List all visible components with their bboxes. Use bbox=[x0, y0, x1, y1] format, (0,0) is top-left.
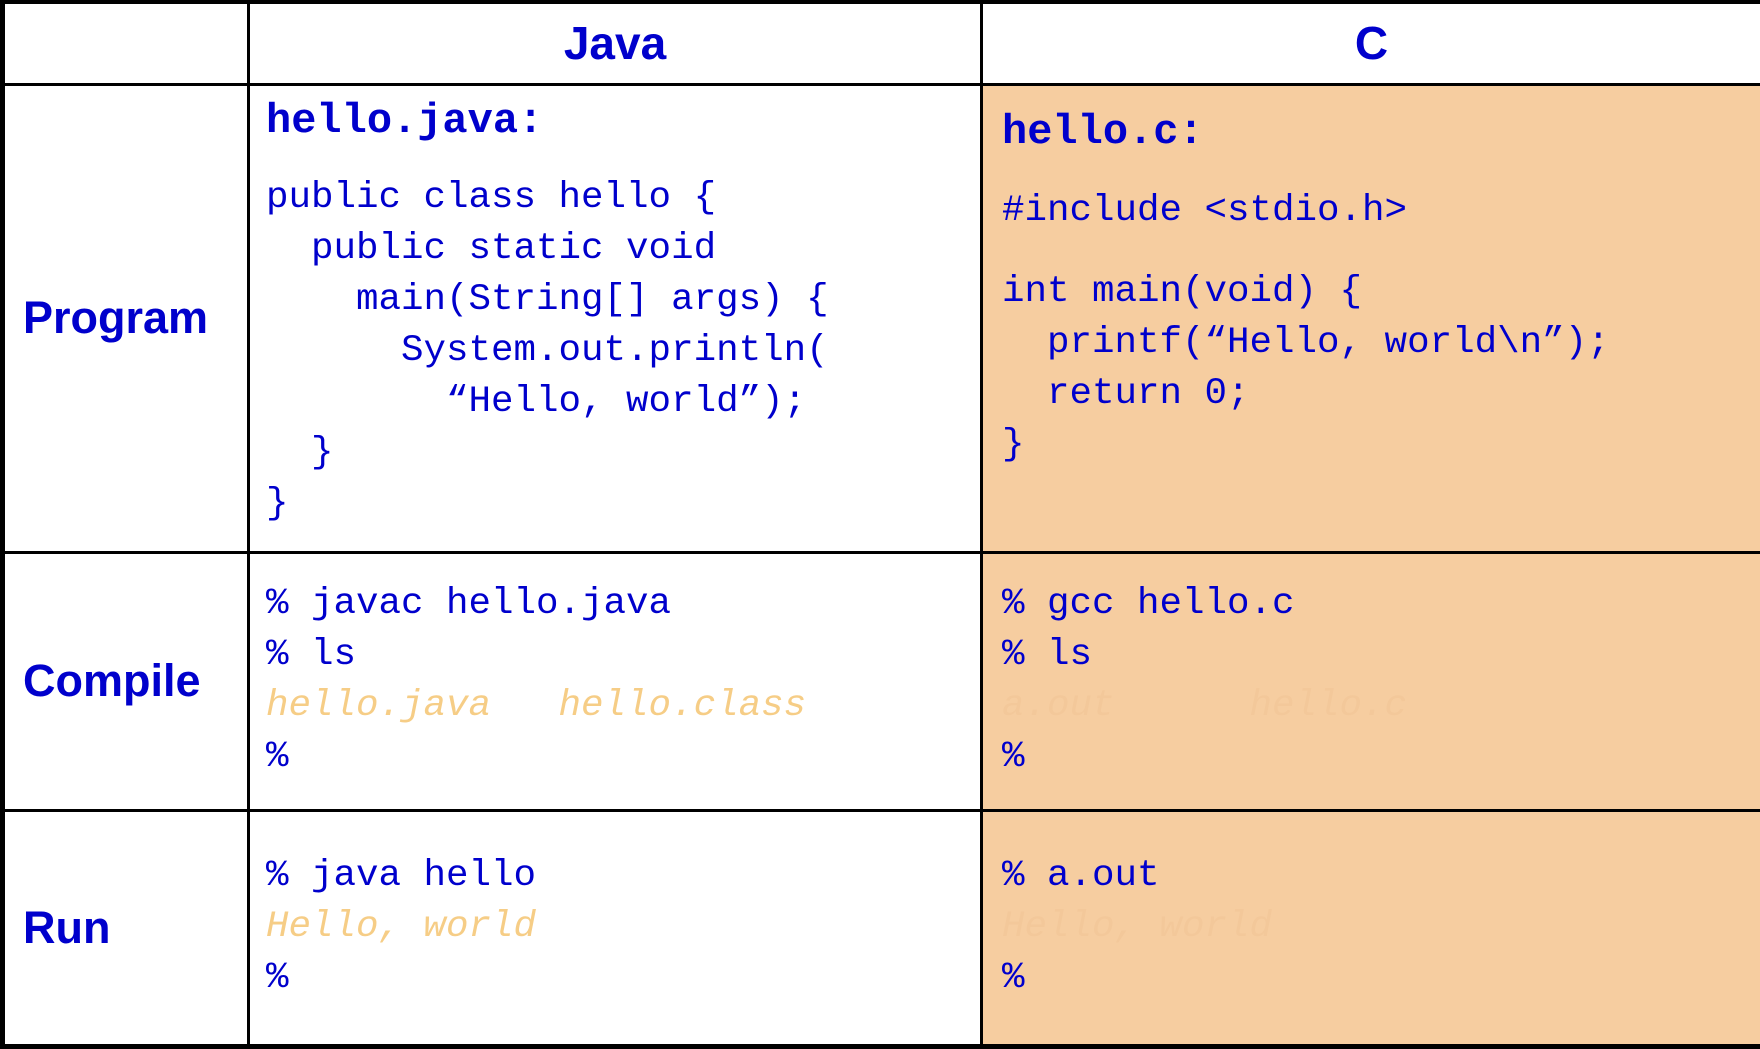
program-row: Program hello.java: public class hello {… bbox=[3, 84, 1760, 552]
c-filename: hello.c: bbox=[1002, 108, 1760, 156]
java-filename: hello.java: bbox=[266, 97, 980, 145]
compile-label: Compile bbox=[3, 552, 249, 810]
java-run-command: % java hello bbox=[266, 851, 980, 902]
java-code-line: “Hello, world”); bbox=[266, 377, 980, 428]
java-program-cell: hello.java: public class hello { public … bbox=[249, 84, 982, 552]
java-compile-prompt: % bbox=[266, 732, 980, 783]
java-code-line: } bbox=[266, 428, 980, 479]
java-compile-command: % javac hello.java bbox=[266, 579, 980, 630]
java-code-line: } bbox=[266, 479, 980, 530]
java-ls-output: hello.java hello.class bbox=[266, 681, 980, 732]
java-run-cell: % java hello Hello, world % bbox=[249, 810, 982, 1046]
c-run-prompt: % bbox=[1002, 953, 1760, 1004]
c-code-line: int main(void) { bbox=[1002, 267, 1760, 318]
run-row: Run % java hello Hello, world % % a.out … bbox=[3, 810, 1760, 1046]
c-run-command: % a.out bbox=[1002, 851, 1760, 902]
c-compile-command: % gcc hello.c bbox=[1002, 579, 1760, 630]
c-run-cell: % a.out Hello, world % bbox=[982, 810, 1760, 1046]
c-code-line: return 0; bbox=[1002, 369, 1760, 420]
c-code-line: } bbox=[1002, 420, 1760, 471]
run-label: Run bbox=[3, 810, 249, 1046]
c-ls-command: % ls bbox=[1002, 630, 1760, 681]
c-code-line: printf(“Hello, world\n”); bbox=[1002, 318, 1760, 369]
java-compile-cell: % javac hello.java % ls hello.java hello… bbox=[249, 552, 982, 810]
c-program-cell: hello.c: #include <stdio.h> int main(voi… bbox=[982, 84, 1760, 552]
c-compile-prompt: % bbox=[1002, 732, 1760, 783]
java-run-output: Hello, world bbox=[266, 902, 980, 953]
java-code-line: main(String[] args) { bbox=[266, 275, 980, 326]
compile-row: Compile % javac hello.java % ls hello.ja… bbox=[3, 552, 1760, 810]
header-row: Java C bbox=[3, 2, 1760, 84]
c-ls-output: a.out hello.c bbox=[1002, 681, 1760, 732]
c-compile-cell: % gcc hello.c % ls a.out hello.c % bbox=[982, 552, 1760, 810]
java-header: Java bbox=[249, 2, 982, 84]
java-code-line: System.out.println( bbox=[266, 326, 980, 377]
c-run-output: Hello, world bbox=[1002, 902, 1760, 953]
c-include-line: #include <stdio.h> bbox=[1002, 186, 1760, 237]
java-run-prompt: % bbox=[266, 953, 980, 1004]
java-code-line: public class hello { bbox=[266, 173, 980, 224]
program-label: Program bbox=[3, 84, 249, 552]
java-ls-command: % ls bbox=[266, 630, 980, 681]
c-header: C bbox=[982, 2, 1760, 84]
corner-cell bbox=[3, 2, 249, 84]
java-code-line: public static void bbox=[266, 224, 980, 275]
